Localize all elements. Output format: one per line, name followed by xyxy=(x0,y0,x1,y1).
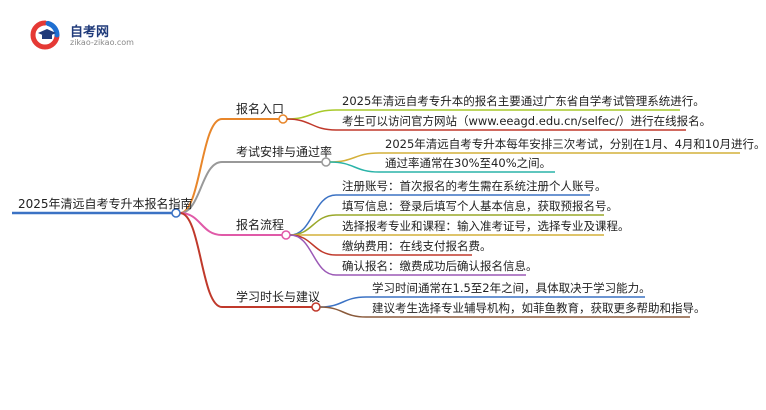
branch-node-dot-1 xyxy=(321,157,331,167)
leaf-connector-2-4 xyxy=(289,234,337,276)
leaf-label-0-0: 2025年清远自考专升本的报名主要通过广东省自学考试管理系统进行。 xyxy=(342,94,705,108)
logo-url: zikao-zikao.com xyxy=(70,38,134,47)
leaf-label-1-1: 通过率通常在30%至40%之间。 xyxy=(385,156,552,170)
leaf-label-2-1: 填写信息：登录后填写个人基本信息，获取预报名号。 xyxy=(342,199,618,213)
leaf-connector-1-1 xyxy=(329,161,380,173)
branch-connector-3 xyxy=(179,212,223,308)
branch-node-dot-0 xyxy=(278,114,288,124)
leaf-label-2-2: 选择报考专业和课程：输入准考证号，选择专业及课程。 xyxy=(342,219,630,233)
mindmap-canvas xyxy=(12,109,740,318)
leaf-connector-3-0 xyxy=(319,296,367,308)
leaf-label-0-1: 考生可以访问官方网站（www.eeagd.edu.cn/selfec/）进行在线… xyxy=(342,114,712,128)
branch-label-3: 学习时长与建议 xyxy=(236,290,321,304)
leaf-connector-0-0 xyxy=(286,109,337,120)
root-node-label: 2025年清远自考专升本报名指南 xyxy=(18,197,193,211)
root-node-dot xyxy=(171,208,181,218)
leaf-connector-1-0 xyxy=(329,152,380,163)
leaf-label-1-0: 2025年清远自考专升本每年安排三次考试，分别在1月、4月和10月进行。 xyxy=(385,137,766,151)
leaf-connector-0-1 xyxy=(286,118,337,131)
branch-label-0: 报名入口 xyxy=(236,102,285,116)
branch-label-2: 报名流程 xyxy=(236,218,285,232)
leaf-label-2-0: 注册账号：首次报名的考生需在系统注册个人账号。 xyxy=(342,179,607,193)
leaf-connector-2-3 xyxy=(289,234,337,256)
branch-node-dot-2 xyxy=(281,230,291,240)
leaf-label-3-0: 学习时间通常在1.5至2年之间，具体取决于学习能力。 xyxy=(372,281,651,295)
branch-label-1: 考试安排与通过率 xyxy=(236,145,333,159)
graduation-cap-logo-icon xyxy=(30,20,60,50)
branch-node-dot-3 xyxy=(311,302,321,312)
logo-title: 自考网 xyxy=(70,25,110,40)
leaf-label-3-1: 建议考生选择专业辅导机构，如菲鱼教育，获取更多帮助和指导。 xyxy=(372,301,706,315)
leaf-connector-3-1 xyxy=(319,306,367,318)
leaf-label-2-3: 缴纳费用：在线支付报名费。 xyxy=(342,239,492,253)
branch-connector-1 xyxy=(179,161,223,214)
branch-connector-0 xyxy=(179,118,223,214)
leaf-label-2-4: 确认报名：缴费成功后确认报名信息。 xyxy=(342,259,538,273)
site-logo[interactable]: 自考网 zikao-zikao.com xyxy=(30,20,140,50)
leaf-connector-2-1 xyxy=(289,214,337,236)
